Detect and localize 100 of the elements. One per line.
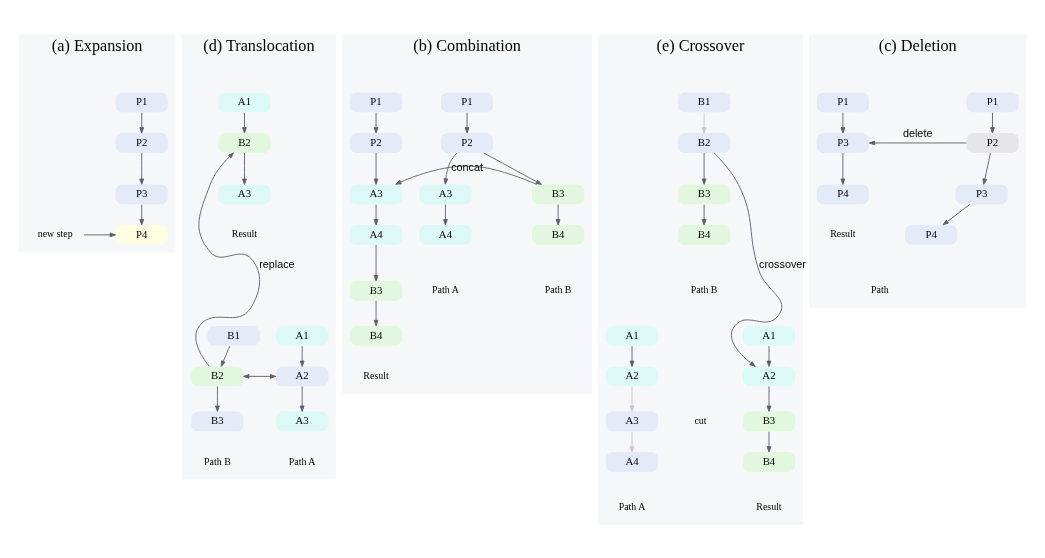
node-box: B3	[191, 411, 244, 431]
node-box: B2	[677, 132, 731, 153]
label: Path B	[690, 283, 718, 295]
arrow	[942, 203, 971, 225]
node-box: B3	[349, 280, 403, 301]
arrow	[840, 152, 846, 185]
label: Path A	[288, 455, 316, 467]
arrow	[766, 345, 772, 367]
arrow	[242, 111, 247, 133]
node-box: A1	[742, 325, 796, 346]
label: Path	[871, 283, 889, 295]
arrow	[629, 345, 635, 367]
arrow	[629, 385, 635, 412]
arrow	[373, 152, 379, 185]
node-box: B4	[677, 224, 731, 245]
node-box: A1	[605, 325, 659, 346]
arrow	[443, 203, 448, 225]
node-box: P4	[115, 224, 168, 245]
node-box: B3	[677, 183, 731, 204]
node-box: B3	[742, 411, 796, 431]
arrow	[220, 345, 231, 367]
node-box: B4	[531, 224, 585, 245]
node-box: A1	[218, 92, 271, 112]
label: Path B	[204, 455, 231, 467]
arrow	[373, 203, 379, 225]
node-box: B4	[349, 325, 403, 346]
arrow	[395, 165, 538, 185]
node-box: A1	[276, 325, 329, 346]
arrow	[464, 111, 470, 133]
node-box: P2	[440, 132, 494, 153]
arrow	[373, 299, 379, 326]
arrow	[373, 111, 379, 133]
arrow	[868, 140, 967, 145]
node-box: P2	[115, 132, 168, 153]
arrow	[701, 111, 707, 133]
node-box: P3	[955, 183, 1008, 204]
node-box: A4	[419, 224, 472, 245]
arrow	[840, 111, 846, 133]
edge-label: concat	[451, 160, 483, 173]
arrow	[701, 152, 707, 185]
node-box: A2	[605, 365, 659, 386]
node-box: A3	[218, 183, 271, 204]
edge-label: delete	[902, 126, 933, 139]
node-box: P1	[816, 92, 869, 112]
node-box: B2	[218, 132, 271, 153]
node-box: B1	[207, 325, 260, 346]
label: Result	[231, 227, 258, 239]
arrow	[139, 152, 145, 185]
edge-label: crossover	[759, 257, 806, 270]
arrow	[701, 203, 707, 225]
arrow	[299, 345, 305, 367]
node-box: B4	[742, 451, 796, 472]
node-box: B3	[531, 183, 585, 204]
node-box: A2	[742, 365, 796, 386]
node-box: P1	[349, 92, 403, 112]
arrow	[990, 111, 995, 133]
arrow	[483, 152, 542, 185]
node-box: B2	[191, 365, 244, 386]
arrow	[139, 111, 145, 133]
node-text: new step	[37, 227, 73, 239]
label: Result	[756, 500, 782, 512]
arrow	[242, 152, 247, 185]
label: cut	[694, 414, 707, 426]
arrow	[713, 152, 783, 367]
node-box: P3	[115, 183, 168, 204]
node-box: P2	[349, 132, 403, 153]
node-box: A4	[349, 224, 403, 245]
node-box: P1	[966, 92, 1019, 112]
node-box: P3	[816, 132, 869, 153]
arrow	[629, 430, 635, 452]
arrow	[443, 152, 458, 185]
label: Result	[363, 369, 389, 381]
arrow	[766, 430, 772, 452]
node-box: A3	[605, 411, 659, 431]
node-box: P2	[966, 132, 1019, 153]
node-box: B1	[677, 92, 731, 112]
arrow	[766, 385, 772, 412]
arrow	[139, 203, 145, 225]
label: Path B	[544, 283, 572, 295]
node-box: A3	[276, 411, 329, 431]
arrow	[83, 232, 116, 237]
edge-label: replace	[259, 257, 295, 270]
arrow	[299, 385, 305, 412]
node-box: A3	[349, 183, 403, 204]
arrow	[243, 373, 277, 379]
label: Path A	[432, 283, 459, 295]
label: Path A	[618, 500, 646, 512]
node-box: A2	[276, 365, 329, 386]
node-box: P1	[440, 92, 494, 112]
node-box: P1	[115, 92, 168, 112]
node-box: A3	[419, 183, 472, 204]
arrow	[195, 151, 261, 367]
arrow	[982, 152, 991, 185]
label: Result	[830, 227, 856, 239]
arrow	[555, 203, 561, 225]
arrow	[373, 244, 379, 281]
arrow	[215, 385, 220, 412]
node-box: P4	[816, 183, 869, 204]
node-box: P4	[905, 224, 958, 245]
node-box: A4	[605, 451, 659, 472]
